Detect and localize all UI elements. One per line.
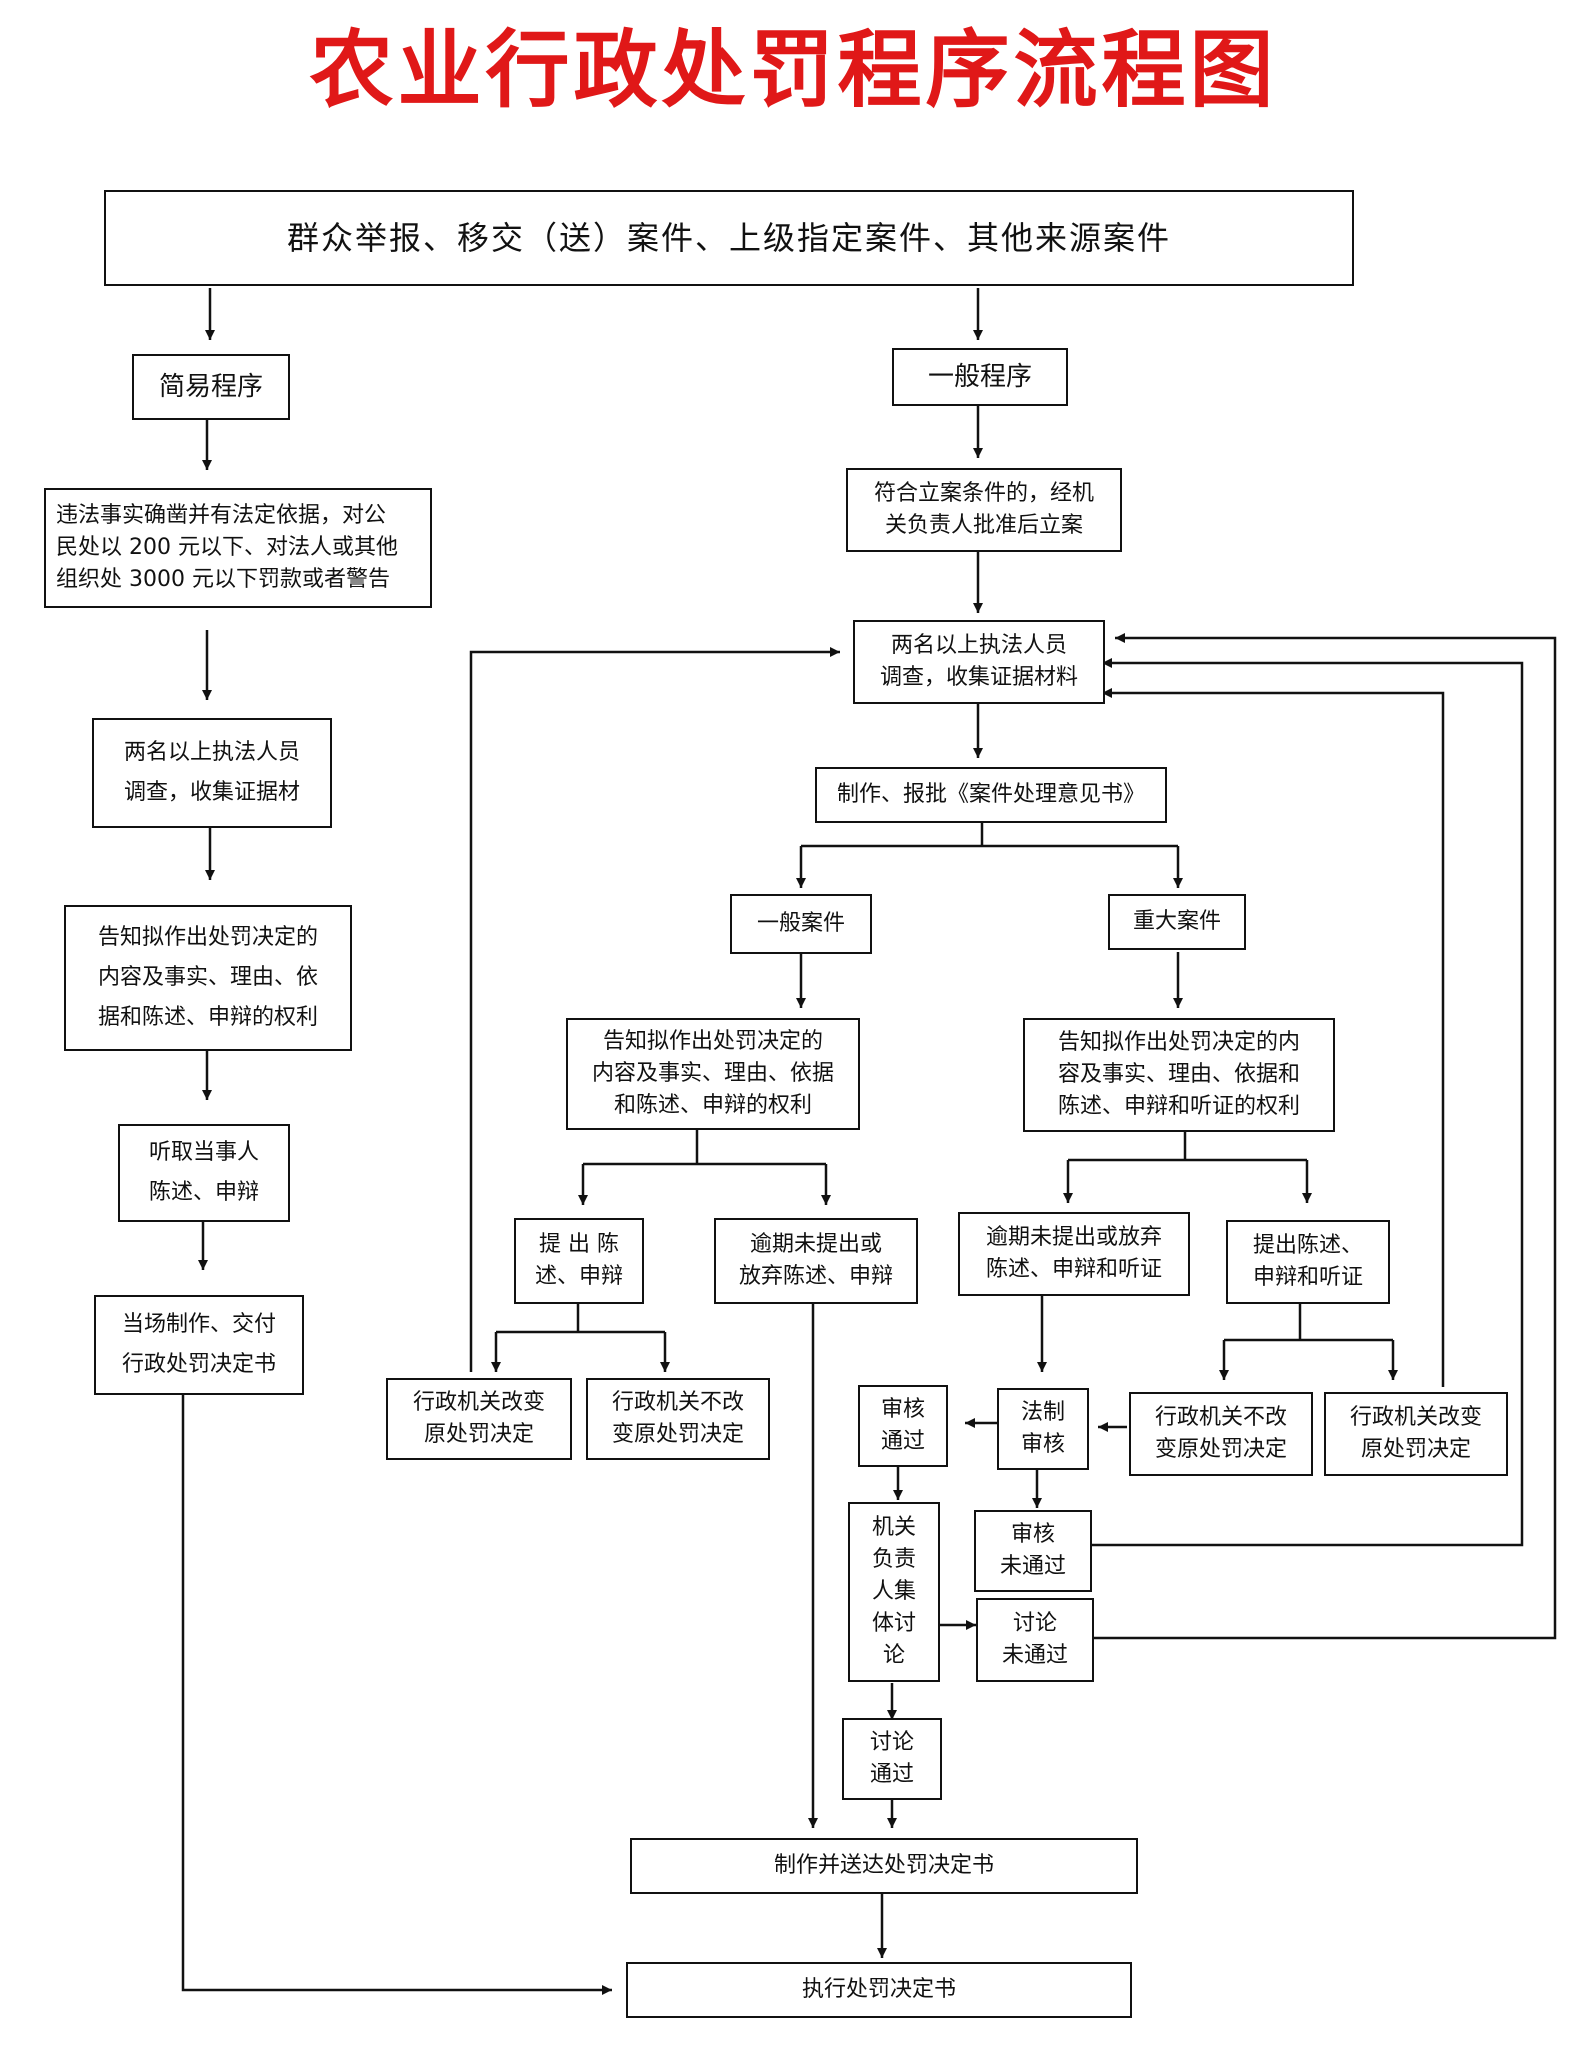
major-case-box: 重大案件 [1108, 894, 1246, 950]
investigate-box: 两名以上执法人员 调查，收集证据材料 [853, 620, 1105, 704]
source-box: 群众举报、移交（送）案件、上级指定案件、其他来源案件 [104, 190, 1354, 286]
filing-box: 符合立案条件的，经机 关负责人批准后立案 [846, 468, 1122, 552]
discuss-pass-box: 讨论 通过 [842, 1718, 942, 1800]
simple-investigate-box: 两名以上执法人员 调查，收集证据材 [92, 718, 332, 828]
ordinary-overdue-box: 逾期未提出或 放弃陈述、申辩 [714, 1218, 918, 1304]
discuss-fail-box: 讨论 未通过 [976, 1598, 1094, 1682]
simple-condition-box: 违法事实确凿并有法定依据，对公 民处以 200 元以下、对法人或其他 组织处 3… [44, 488, 432, 608]
ordinary-notify-box: 告知拟作出处罚决定的 内容及事实、理由、依据 和陈述、申辩的权利 [566, 1018, 860, 1130]
opinion-box: 制作、报批《案件处理意见书》 [815, 767, 1167, 823]
simple-procedure-box: 简易程序 [132, 354, 290, 420]
ordinary-case-box: 一般案件 [730, 894, 872, 954]
collective-discussion-box: 机关 负责 人集 体讨 论 [848, 1502, 940, 1682]
major-statement-box: 提出陈述、 申辩和听证 [1226, 1220, 1390, 1304]
review-pass-box: 审核 通过 [858, 1385, 948, 1467]
make-deliver-box: 制作并送达处罚决定书 [630, 1838, 1138, 1894]
major-nochange-box: 行政机关不改 变原处罚决定 [1129, 1392, 1313, 1476]
ordinary-statement-box: 提 出 陈 述、申辩 [514, 1218, 644, 1304]
simple-decision-box: 当场制作、交付 行政处罚决定书 [94, 1295, 304, 1395]
ordinary-change-box: 行政机关改变 原处罚决定 [386, 1378, 572, 1460]
simple-notify-box: 告知拟作出处罚决定的 内容及事实、理由、依 据和陈述、申辩的权利 [64, 905, 352, 1051]
general-procedure-box: 一般程序 [892, 348, 1068, 406]
page-title: 农业行政处罚程序流程图 [309, 20, 1278, 119]
major-overdue-box: 逾期未提出或放弃 陈述、申辩和听证 [958, 1212, 1190, 1296]
review-fail-box: 审核 未通过 [974, 1510, 1092, 1592]
ordinary-nochange-box: 行政机关不改 变原处罚决定 [586, 1378, 770, 1460]
execute-box: 执行处罚决定书 [626, 1962, 1132, 2018]
major-notify-box: 告知拟作出处罚决定的内 容及事实、理由、依据和 陈述、申辩和听证的权利 [1023, 1018, 1335, 1132]
simple-hear-box: 听取当事人 陈述、申辩 [118, 1124, 290, 1222]
legal-review-box: 法制 审核 [997, 1388, 1089, 1470]
major-change-box: 行政机关改变 原处罚决定 [1324, 1392, 1508, 1476]
